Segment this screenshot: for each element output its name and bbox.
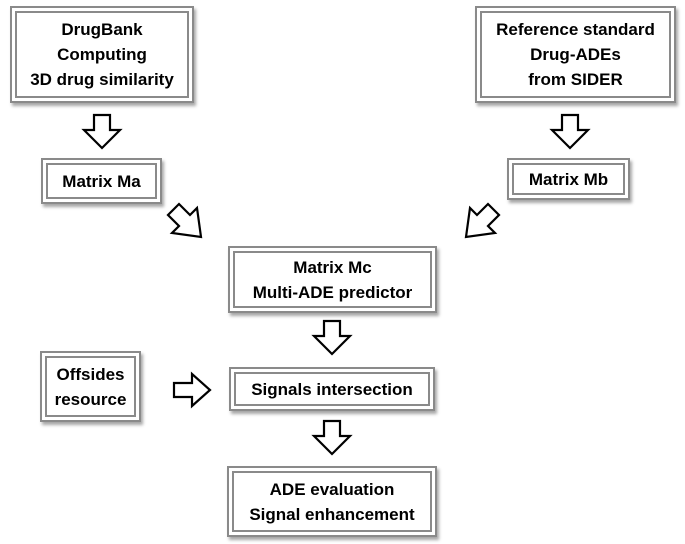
drugbank-line-1: DrugBank <box>61 20 143 39</box>
matrix-mc-line-2: Multi-ADE predictor <box>252 282 413 302</box>
diagonal-arrow-icon <box>464 202 501 239</box>
matrix-mb-box-inner: Matrix Mb <box>512 163 625 195</box>
signals-intersection-box-inner: Signals intersection <box>234 372 430 406</box>
right-arrow-icon <box>172 371 212 409</box>
matrix-ma-label: Matrix Ma <box>62 171 141 191</box>
offsides-resource-box: Offsides resource <box>40 351 141 422</box>
down-arrow-icon <box>549 113 591 150</box>
reference-line-3: from SIDER <box>528 70 623 89</box>
matrix-mb-label: Matrix Mb <box>528 169 609 189</box>
down-arrow-icon <box>81 113 123 150</box>
matrix-ma-box-inner: Matrix Ma <box>46 163 157 199</box>
signals-intersection-label: Signals intersection <box>251 379 413 399</box>
drugbank-box-inner: DrugBank Computing 3D drug similarity <box>15 11 189 98</box>
matrix-mb-box: Matrix Mb <box>507 158 630 200</box>
ade-evaluation-box: ADE evaluation Signal enhancement <box>227 466 437 537</box>
drugbank-line-3: 3D drug similarity <box>30 70 174 89</box>
reference-standard-box-inner: Reference standard Drug-ADEs from SIDER <box>480 11 671 98</box>
reference-line-2: Drug-ADEs <box>530 45 621 64</box>
ade-evaluation-box-inner: ADE evaluation Signal enhancement <box>232 471 432 532</box>
ade-evaluation-line-1: ADE evaluation <box>269 479 395 499</box>
reference-standard-box: Reference standard Drug-ADEs from SIDER <box>475 6 676 103</box>
matrix-mc-box: Matrix Mc Multi-ADE predictor <box>228 246 437 313</box>
signals-intersection-box: Signals intersection <box>229 367 435 411</box>
matrix-mc-box-inner: Matrix Mc Multi-ADE predictor <box>233 251 432 308</box>
matrix-ma-box: Matrix Ma <box>41 158 162 204</box>
diagonal-arrow-icon <box>166 202 203 239</box>
matrix-mc-line-1: Matrix Mc <box>293 257 372 277</box>
offsides-resource-box-inner: Offsides resource <box>45 356 136 417</box>
ade-evaluation-line-2: Signal enhancement <box>249 504 415 524</box>
drugbank-line-2: Computing <box>57 45 147 64</box>
offsides-line-2: resource <box>54 389 127 409</box>
offsides-line-1: Offsides <box>56 364 125 384</box>
reference-line-1: Reference standard <box>496 20 655 39</box>
down-arrow-icon <box>311 319 353 356</box>
down-arrow-icon <box>311 419 353 456</box>
drugbank-box: DrugBank Computing 3D drug similarity <box>10 6 194 103</box>
